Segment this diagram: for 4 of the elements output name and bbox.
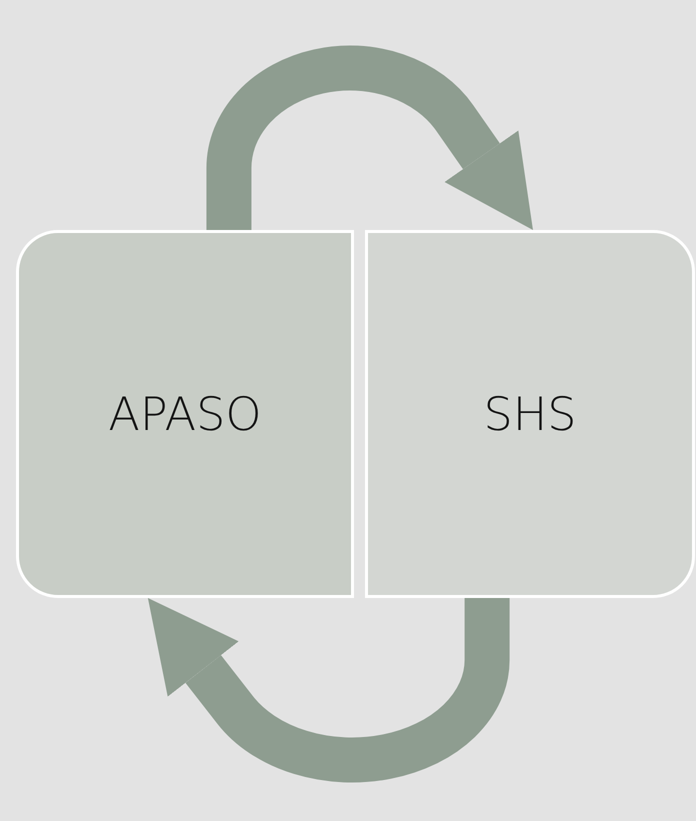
box-label: SHS [484, 387, 576, 441]
rounded-box [365, 230, 695, 598]
box-label: APASO [108, 387, 262, 441]
rounded-box [16, 230, 354, 598]
